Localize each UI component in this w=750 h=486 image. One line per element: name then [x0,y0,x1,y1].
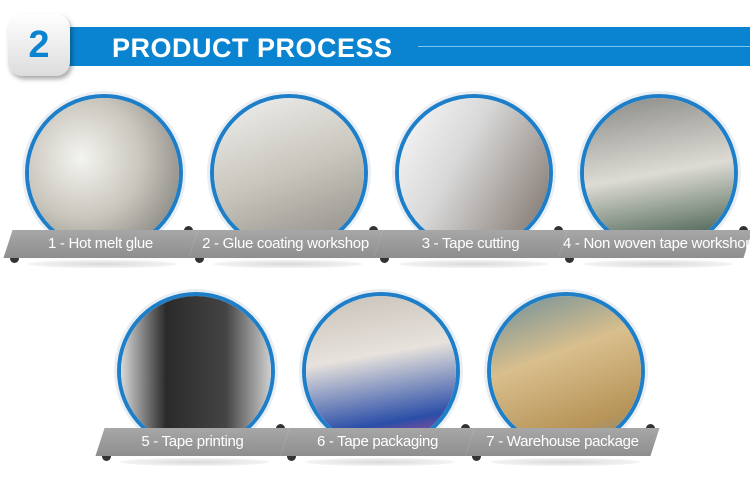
ribbon-pin [287,452,296,461]
process-step: 5 - Tape printing [95,292,290,466]
step-photo-frame [117,292,275,450]
ribbon-shadow [213,260,363,268]
step-label-ribbon: 5 - Tape printing [95,428,290,456]
process-step: 3 - Tape cutting [373,94,568,268]
glue-coating-line-photo [214,98,364,248]
non-woven-machine-photo [584,98,734,248]
step-label: 5 - Tape printing [141,433,244,450]
ribbon-pin [565,254,574,263]
step-photo-frame [25,94,183,252]
process-step: 7 - Warehouse package [465,292,660,466]
step-label-ribbon: 2 - Glue coating workshop [188,230,383,258]
ribbon-pin [102,452,111,461]
process-step: 1 - Hot melt glue [3,94,198,268]
step-photo-frame [395,94,553,252]
process-step: 6 - Tape packaging [280,292,475,466]
step-label-ribbon: 4 - Non woven tape workshop [558,230,750,258]
ribbon-shadow [490,458,640,466]
process-step: 4 - Non woven tape workshop [558,94,750,268]
ribbon-pin [10,254,19,263]
step-photo-frame [487,292,645,450]
tape-cutting-rolls-photo [399,98,549,248]
section-number-badge: 2 [8,14,70,76]
step-label-ribbon: 6 - Tape packaging [280,428,475,456]
ribbon-pin [380,254,389,263]
step-photo-frame [210,94,368,252]
step-label: 2 - Glue coating workshop [202,235,369,252]
ribbon-shadow [28,260,178,268]
step-label-ribbon: 3 - Tape cutting [373,230,568,258]
step-label: 7 - Warehouse package [486,433,639,450]
hot-melt-glue-machine-photo [29,98,179,248]
packaging-workers-photo [306,296,456,446]
ribbon-shadow [120,458,270,466]
ribbon-shadow [305,458,455,466]
section-title: PRODUCT PROCESS [112,33,393,63]
ribbon-shadow [583,260,733,268]
step-label-ribbon: 1 - Hot melt glue [3,230,198,258]
header-divider [418,46,750,47]
ribbon-shadow [398,260,548,268]
step-photo-frame [302,292,460,450]
printing-machine-photo [121,296,271,446]
step-photo-frame [580,94,738,252]
step-label-ribbon: 7 - Warehouse package [465,428,660,456]
ribbon-pin [195,254,204,263]
warehouse-boxes-photo [491,296,641,446]
process-step: 2 - Glue coating workshop [188,94,383,268]
step-label: 3 - Tape cutting [421,235,520,252]
ribbon-pin [472,452,481,461]
step-label: 1 - Hot melt glue [48,235,153,252]
step-label: 4 - Non woven tape workshop [563,235,750,252]
step-label: 6 - Tape packaging [316,433,439,450]
